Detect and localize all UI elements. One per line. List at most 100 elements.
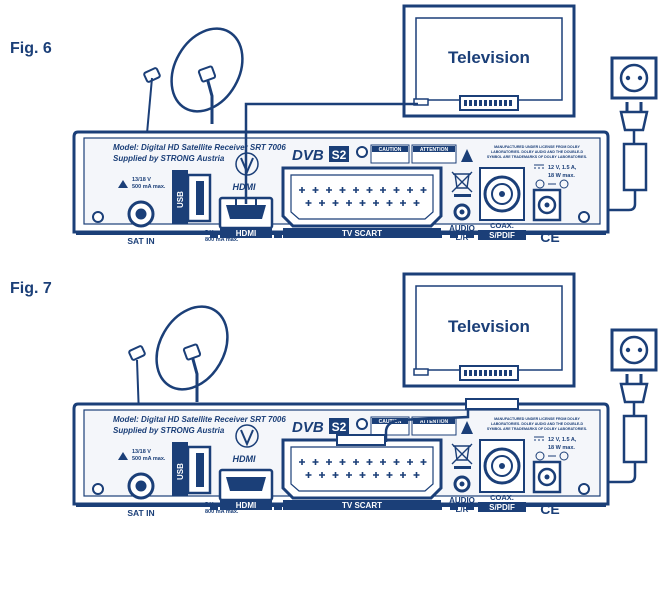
plug-pins (625, 102, 643, 112)
usb-current: 800 mA max. (205, 237, 239, 243)
scart-pin (346, 200, 352, 206)
scart-plug (336, 434, 386, 446)
spdif-label: S/PDIF (489, 231, 515, 240)
caution-label: CAUTION (379, 147, 402, 153)
hdmi-tag (220, 500, 272, 510)
scart-pin (407, 459, 413, 465)
dvb-logo: DVB (292, 147, 324, 164)
sat-in-pin (135, 480, 147, 492)
hdmi-cable (244, 102, 418, 204)
scart-pin (353, 459, 359, 465)
scart-pin (413, 472, 420, 478)
weee-cross (451, 171, 473, 193)
screw-icon (92, 211, 104, 223)
scart-pin (299, 459, 305, 465)
s2-logo: S2 (332, 148, 347, 162)
chevron-down-icon (240, 429, 254, 447)
attention-header (413, 146, 455, 152)
screw-icon (92, 483, 104, 495)
hdmi-logo: HDMI (233, 182, 256, 192)
spdif-label: S/PDIF (489, 503, 515, 512)
model-label: Model: Digital HD Satellite Receiver SRT… (113, 143, 286, 152)
scart-pin (366, 187, 373, 193)
coax-label: COAX. (490, 493, 514, 502)
lnb-current: 500 mA max. (132, 184, 166, 190)
ce-mark: CE (540, 229, 559, 245)
socket-hole (637, 347, 643, 353)
vent-slot (466, 505, 474, 510)
tv-scart-pin (474, 100, 477, 106)
tv-label: Television (448, 317, 530, 336)
scart-pin (373, 200, 379, 206)
usb-tag (172, 170, 188, 224)
scart-pin (420, 187, 427, 193)
dolby-notice-3: SYMBOL ARE TRADEMARKS OF DOLBY LABORATOR… (487, 427, 587, 431)
tv-screen (415, 285, 563, 371)
usb-tongue (196, 453, 204, 487)
tv-scart-pin (494, 100, 497, 106)
dc-symbol-icon (534, 164, 544, 169)
plug-icon (619, 382, 649, 404)
power-max: 18 W max. (548, 173, 575, 179)
hdmi-tag (220, 228, 272, 238)
tv-scart-pin (499, 370, 502, 376)
sat-in-pin (135, 208, 147, 220)
weee-bar (454, 194, 471, 197)
spdif-pin (499, 463, 505, 469)
dolby-notice-2: LABORATORIES. DOLBY AUDIO AND THE DOUBLE… (491, 422, 584, 426)
vent-slot (210, 233, 218, 238)
hdmi-cec-icon (235, 424, 259, 448)
screw-icon (578, 483, 590, 495)
figure-label: Fig. 7 (10, 280, 52, 297)
sat-in-label: SAT IN (127, 508, 154, 518)
lnb-icon (118, 180, 128, 188)
scart-pin (312, 187, 319, 193)
dish-mount (189, 351, 199, 402)
scart-pin (413, 200, 420, 206)
scart-pin (312, 459, 319, 465)
screw-icon (578, 211, 590, 223)
lnb-icon (118, 452, 128, 460)
tv-scart-pin (469, 370, 472, 376)
tv-scart-pin (494, 370, 497, 376)
tv-scart-pin (509, 370, 512, 376)
spdif-ring (491, 455, 513, 477)
scart-pin (332, 472, 339, 478)
hdmi-label: HDMI (236, 501, 256, 510)
dolby-notice-1: MANUFACTURED UNDER LICENSE FROM DOLBY (494, 145, 580, 149)
audio-lr-label: L/R (456, 233, 469, 242)
tv-scart-pin (464, 100, 467, 106)
hdmi-socket (226, 477, 266, 491)
lnb-arm-icon (143, 67, 161, 83)
usb-voltage: 5 V (205, 502, 214, 508)
vent-slot (274, 505, 282, 510)
audio-lr-label: L/R (456, 505, 469, 514)
scart-pin (373, 472, 379, 478)
dc-symbol-icon (534, 436, 544, 441)
scart-pin (353, 187, 359, 193)
spdif-tag (478, 502, 526, 512)
dvb-logo: DVB (292, 419, 324, 436)
scart-pin (420, 459, 427, 465)
dc-jack-pin (544, 202, 550, 208)
scart-pin (386, 472, 393, 478)
scart-pin (407, 187, 413, 193)
audio-jack-hole (459, 481, 465, 487)
weee-cross (451, 443, 473, 465)
scart-cable (384, 399, 470, 442)
caution-header (372, 146, 408, 152)
spdif-ring (491, 183, 513, 205)
scart-pin (346, 472, 352, 478)
coax-label: COAX. (490, 221, 514, 230)
scart-pin (400, 200, 406, 206)
weee-icon (453, 445, 471, 461)
power-rating: 12 V, 1.5 A, (548, 437, 577, 443)
scart-inner (290, 174, 434, 220)
usb-current: 800 mA max. (205, 509, 239, 515)
power-rating: 12 V, 1.5 A, (548, 165, 577, 171)
hdmi-plug (235, 197, 257, 215)
scart-port (281, 438, 443, 500)
socket-hole (637, 75, 643, 81)
scart-label: TV SCART (342, 501, 382, 510)
